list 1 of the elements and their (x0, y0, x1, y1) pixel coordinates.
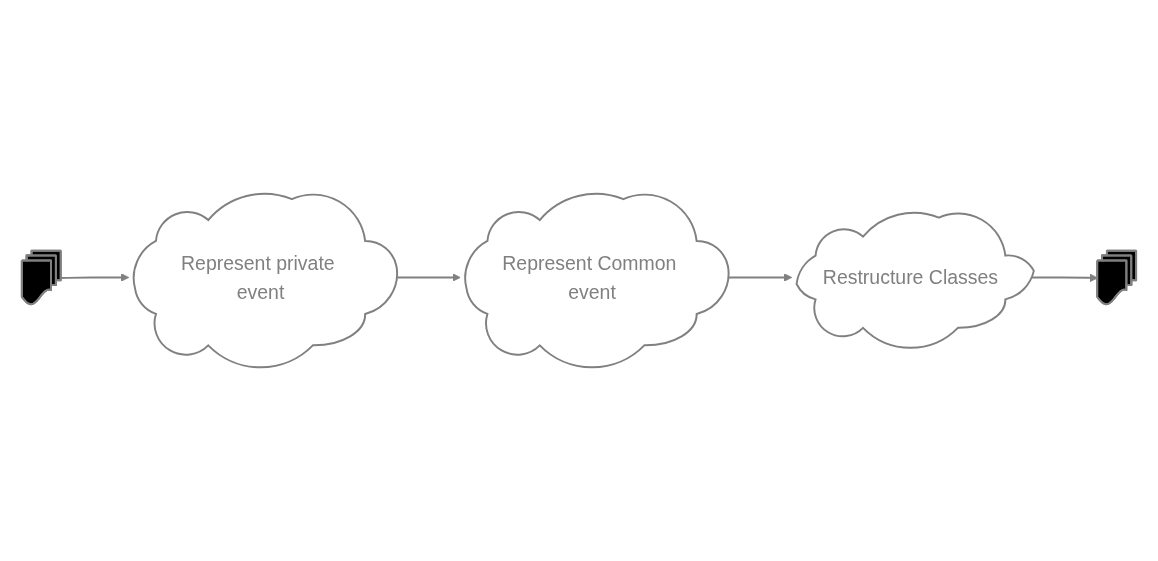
arrow (60, 273, 130, 282)
